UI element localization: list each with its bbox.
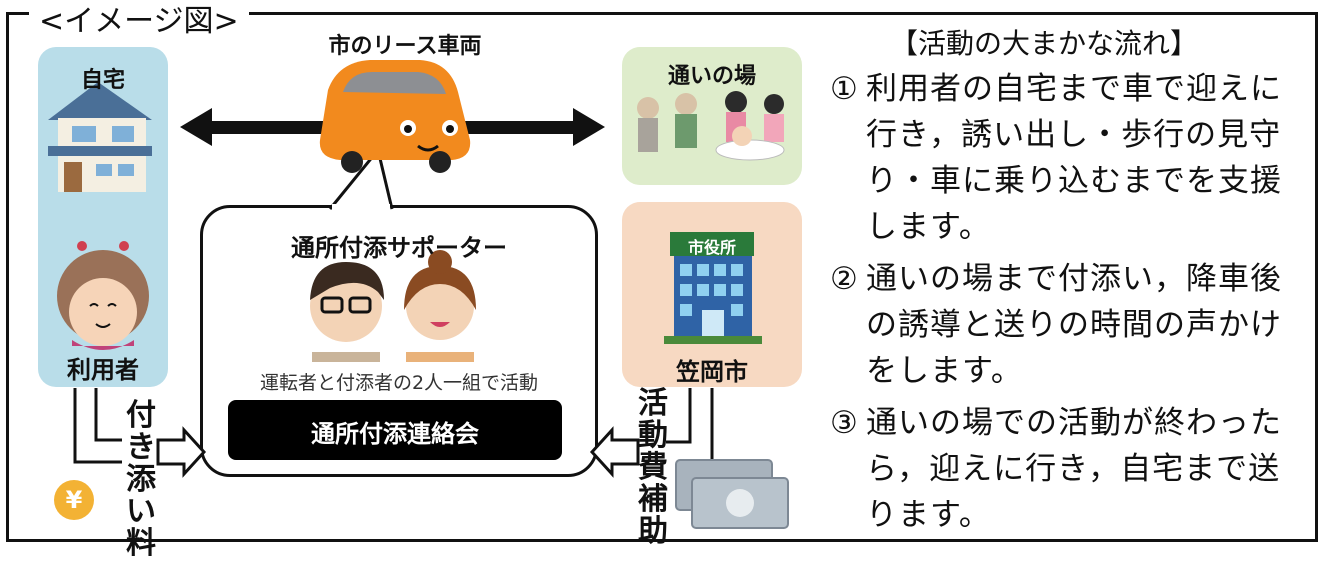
yen-coin-icon: [54, 480, 94, 520]
step-number: ①: [830, 71, 859, 107]
fee-arrow: [156, 426, 207, 478]
banknote-icon: [675, 459, 789, 529]
elderly-user-illustration: [57, 241, 149, 350]
city-hall-illustration: [664, 232, 762, 344]
user-label: 利用者: [67, 356, 139, 384]
supporter-title: 通所付添サポーター: [291, 234, 507, 262]
supporters-illustration: [310, 250, 476, 362]
subsidy-label: 活動費補助: [638, 386, 668, 549]
supporter-caption: 運転者と付添者の2人一組で活動: [259, 372, 539, 394]
place-title: 通いの場: [667, 64, 756, 89]
diagram-graphics: [48, 60, 789, 529]
car-label: 市のリース車両: [328, 34, 482, 59]
home-title: 自宅: [80, 68, 125, 93]
yen-symbol: ¥: [65, 486, 83, 514]
subsidy-arrow: [589, 426, 640, 478]
car-illustration: [319, 60, 471, 173]
diagram-frame: <イメージ図>: [6, 7, 1318, 542]
house-illustration: [48, 82, 152, 192]
step-text: 利用者の自宅まで車で迎えに行き，誘い出し・歩行の見守り・車に乗り込むまでを支援し…: [866, 71, 1282, 245]
gathering-people-illustration: [637, 91, 785, 161]
city-hall-sign: 市役所: [687, 238, 736, 257]
step-number: ②: [830, 261, 859, 297]
council-bar: [228, 400, 562, 460]
frame-label: <イメージ図>: [29, 7, 249, 37]
council-label: 通所付添連絡会: [311, 420, 479, 448]
step-text: 通いの場での活動が終わったら，迎えに行き，自宅まで送ります。: [866, 405, 1282, 533]
step-text: 通いの場まで付添い，降車後の誘導と送りの時間の声かけをします。: [866, 261, 1282, 389]
fee-flow-lines: [73, 388, 122, 464]
flow-title: 【活動の大まかな流れ】: [890, 27, 1199, 60]
step-number: ③: [830, 405, 859, 441]
fee-label: 付き添い料: [126, 398, 156, 561]
city-name: 笠岡市: [676, 358, 748, 386]
subsidy-flow-lines: [666, 388, 714, 462]
